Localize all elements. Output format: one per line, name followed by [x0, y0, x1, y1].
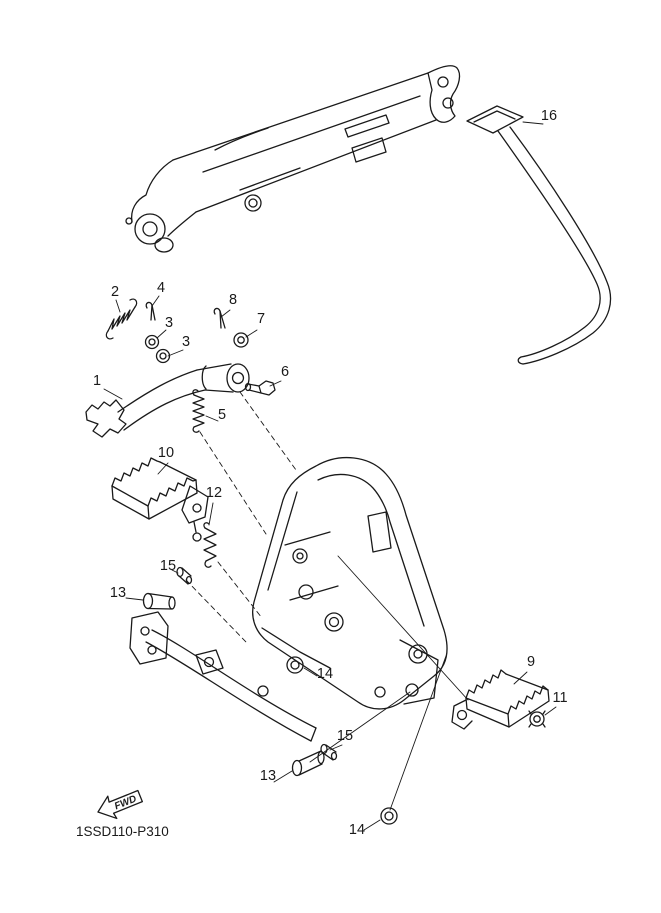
callout-15a: 15	[160, 558, 176, 574]
pedal-spring	[192, 389, 205, 433]
assembly-lines-dashed	[185, 391, 297, 643]
callout-5: 5	[218, 407, 226, 423]
callout-13a: 13	[110, 585, 126, 601]
washer-14-upper	[286, 656, 304, 674]
callout-10: 10	[158, 445, 174, 461]
callout-13b: 13	[260, 768, 276, 784]
pin-15-left	[176, 566, 193, 585]
callout-3a: 3	[165, 315, 173, 331]
fwd-label: FWD	[113, 794, 138, 813]
callout-3b: 3	[182, 334, 190, 350]
callout-1: 1	[93, 373, 101, 389]
callout-9: 9	[527, 654, 535, 670]
cotter-pin-4	[145, 301, 156, 321]
fwd-arrow-icon: FWD	[97, 789, 143, 820]
callout-4: 4	[157, 280, 165, 296]
pin-15-lower	[320, 743, 338, 761]
callout-8: 8	[229, 292, 237, 308]
assembly-lines	[309, 555, 469, 811]
washer-14-lower	[380, 807, 398, 825]
nut-11	[528, 710, 546, 728]
footrest-right	[451, 669, 550, 730]
bolt-13-lower	[291, 750, 325, 777]
main-frame	[252, 456, 448, 710]
side-stand	[466, 105, 612, 365]
bolt-13-left	[142, 592, 176, 610]
bolt-6	[244, 380, 276, 396]
callout-7: 7	[257, 311, 265, 327]
diagram-code: 1SSD110-P310	[76, 824, 169, 839]
footrest-left	[111, 457, 209, 542]
cotter-pin-8	[213, 307, 226, 329]
swingarm	[125, 65, 461, 253]
callout-14a: 14	[317, 666, 333, 682]
leader-lines	[103, 121, 557, 831]
callout-12: 12	[206, 485, 222, 501]
washer-7	[233, 332, 249, 348]
callout-2: 2	[111, 284, 119, 300]
callout-6: 6	[281, 364, 289, 380]
callout-11: 11	[552, 690, 567, 706]
lower-frame-rail	[129, 611, 317, 742]
callout-15b: 15	[337, 728, 353, 744]
callout-labels: 16 2 4 8 3 3 7 1 6 5 10 12 15 13 14 9 11…	[93, 108, 568, 838]
washers-3	[144, 334, 171, 364]
footrest-spring-left	[203, 522, 217, 568]
callout-14b: 14	[349, 822, 365, 838]
callout-16: 16	[541, 108, 557, 124]
brake-pedal	[85, 363, 250, 438]
return-spring	[105, 298, 138, 340]
